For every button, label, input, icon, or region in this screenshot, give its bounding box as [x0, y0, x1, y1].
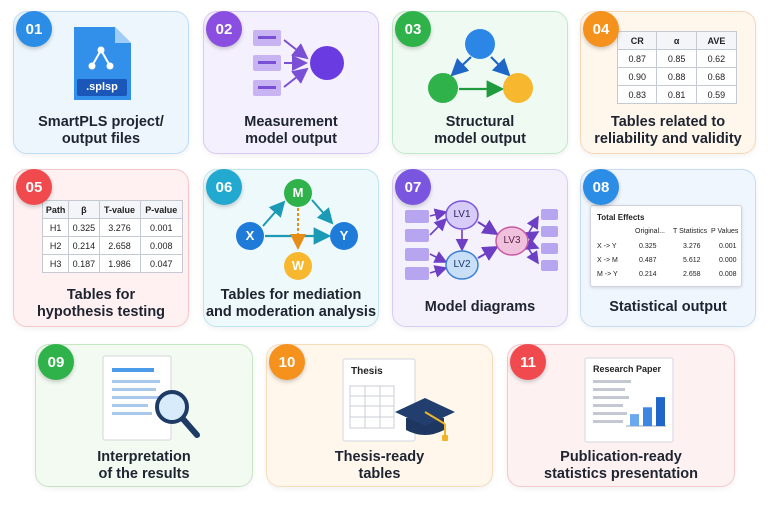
number-badge: 01	[16, 11, 52, 47]
file-extension: .splsp	[86, 81, 118, 93]
table-cell: 0.000	[719, 257, 737, 264]
table-cell: X -> Y	[597, 243, 617, 250]
table-cell: H3	[41, 254, 70, 273]
chart-bar	[643, 407, 652, 426]
number-badge: 06	[206, 169, 242, 205]
table-cell: 2.658	[683, 271, 701, 278]
table-header: Path	[41, 200, 70, 219]
table-cell: 0.90	[616, 67, 658, 86]
paper-label: Research Paper	[593, 364, 662, 374]
magnifier-icon	[102, 355, 200, 441]
table-cell: 0.59	[695, 85, 738, 104]
measurement-diagram-icon	[253, 30, 344, 96]
table-cell: H2	[41, 236, 70, 255]
node-label-x: X	[245, 228, 255, 243]
bar-chart-icon	[584, 357, 674, 443]
table-cell: 0.008	[139, 236, 184, 255]
table-cell: 0.325	[639, 243, 657, 250]
table-header: P Values	[711, 228, 739, 235]
table-header: CR	[616, 31, 658, 50]
chart-bar	[656, 397, 665, 426]
card-title: Interpretation of the results	[97, 449, 191, 482]
table-cell: 0.83	[616, 85, 658, 104]
table-cell: 0.001	[719, 243, 737, 250]
table-cell: 1.986	[98, 254, 141, 273]
structural-diagram-icon	[428, 29, 533, 103]
path-model-icon	[405, 200, 558, 280]
table-cell: 0.81	[656, 85, 697, 104]
table-cell: M -> Y	[597, 271, 618, 278]
card-title: Measurement model output	[244, 114, 338, 147]
latent-variable-label: LV1	[453, 209, 471, 220]
number-badge: 05	[16, 169, 52, 205]
table-cell: X -> M	[597, 257, 618, 264]
table-cell: 0.62	[695, 49, 738, 68]
node-label-m: M	[292, 185, 304, 200]
card-title: Tables related to reliability and validi…	[594, 114, 742, 147]
table-cell: 0.487	[639, 257, 657, 264]
table-header: α	[656, 31, 697, 50]
card-title: Tables for mediation and moderation anal…	[205, 287, 377, 320]
table-cell: H1	[41, 218, 70, 237]
table-cell: 0.68	[695, 67, 738, 86]
number-badge: 10	[269, 344, 305, 380]
table-header: Original...	[635, 228, 665, 235]
table-header: T Statistics	[673, 228, 708, 235]
table-cell: 0.85	[656, 49, 697, 68]
latent-variable-label: LV2	[453, 259, 471, 270]
file-icon	[74, 27, 131, 100]
number-badge: 03	[395, 11, 431, 47]
card-title: Thesis-ready tables	[334, 449, 425, 482]
table-cell: 0.214	[68, 236, 100, 255]
node-label-y: Y	[339, 228, 349, 243]
card-title: SmartPLS project/ output files	[38, 114, 164, 147]
table-cell: 0.88	[656, 67, 697, 86]
latent-variable-label: LV3	[503, 235, 521, 246]
chart-bar	[630, 414, 639, 426]
number-badge: 07	[395, 169, 431, 205]
number-badge: 04	[583, 11, 619, 47]
graduation-cap-icon	[342, 358, 455, 442]
table-header: AVE	[695, 31, 738, 50]
card-title: Model diagrams	[424, 299, 536, 315]
table-header: P-value	[139, 200, 184, 219]
table-cell: 3.276	[683, 243, 701, 250]
table-cell: 0.001	[139, 218, 184, 237]
total-effects-table: Total Effects Original... T Statistics P…	[590, 205, 742, 287]
node-label-w: W	[291, 258, 305, 273]
mediation-diagram-icon	[236, 179, 358, 280]
total-effects-title: Total Effects	[597, 213, 645, 222]
table-cell: 5.612	[683, 257, 701, 264]
table-cell: 0.87	[616, 49, 658, 68]
card-title: Statistical output	[609, 299, 727, 315]
table-cell: 0.047	[139, 254, 184, 273]
table-cell: 2.658	[98, 236, 141, 255]
thesis-label: Thesis	[351, 366, 383, 377]
number-badge: 11	[510, 344, 546, 380]
table-cell: 0.008	[719, 271, 737, 278]
table-header: β	[68, 200, 100, 219]
number-badge: 08	[583, 169, 619, 205]
table-cell: 0.325	[68, 218, 100, 237]
card-title: Publication-ready statistics presentatio…	[544, 449, 698, 482]
number-badge: 02	[206, 11, 242, 47]
table-header: T-value	[98, 200, 141, 219]
table-cell: 3.276	[98, 218, 141, 237]
number-badge: 09	[38, 344, 74, 380]
table-cell: 0.214	[639, 271, 657, 278]
table-cell: 0.187	[68, 254, 100, 273]
card-title: Structural model output	[434, 114, 526, 147]
card-title: Tables for hypothesis testing	[36, 287, 166, 320]
